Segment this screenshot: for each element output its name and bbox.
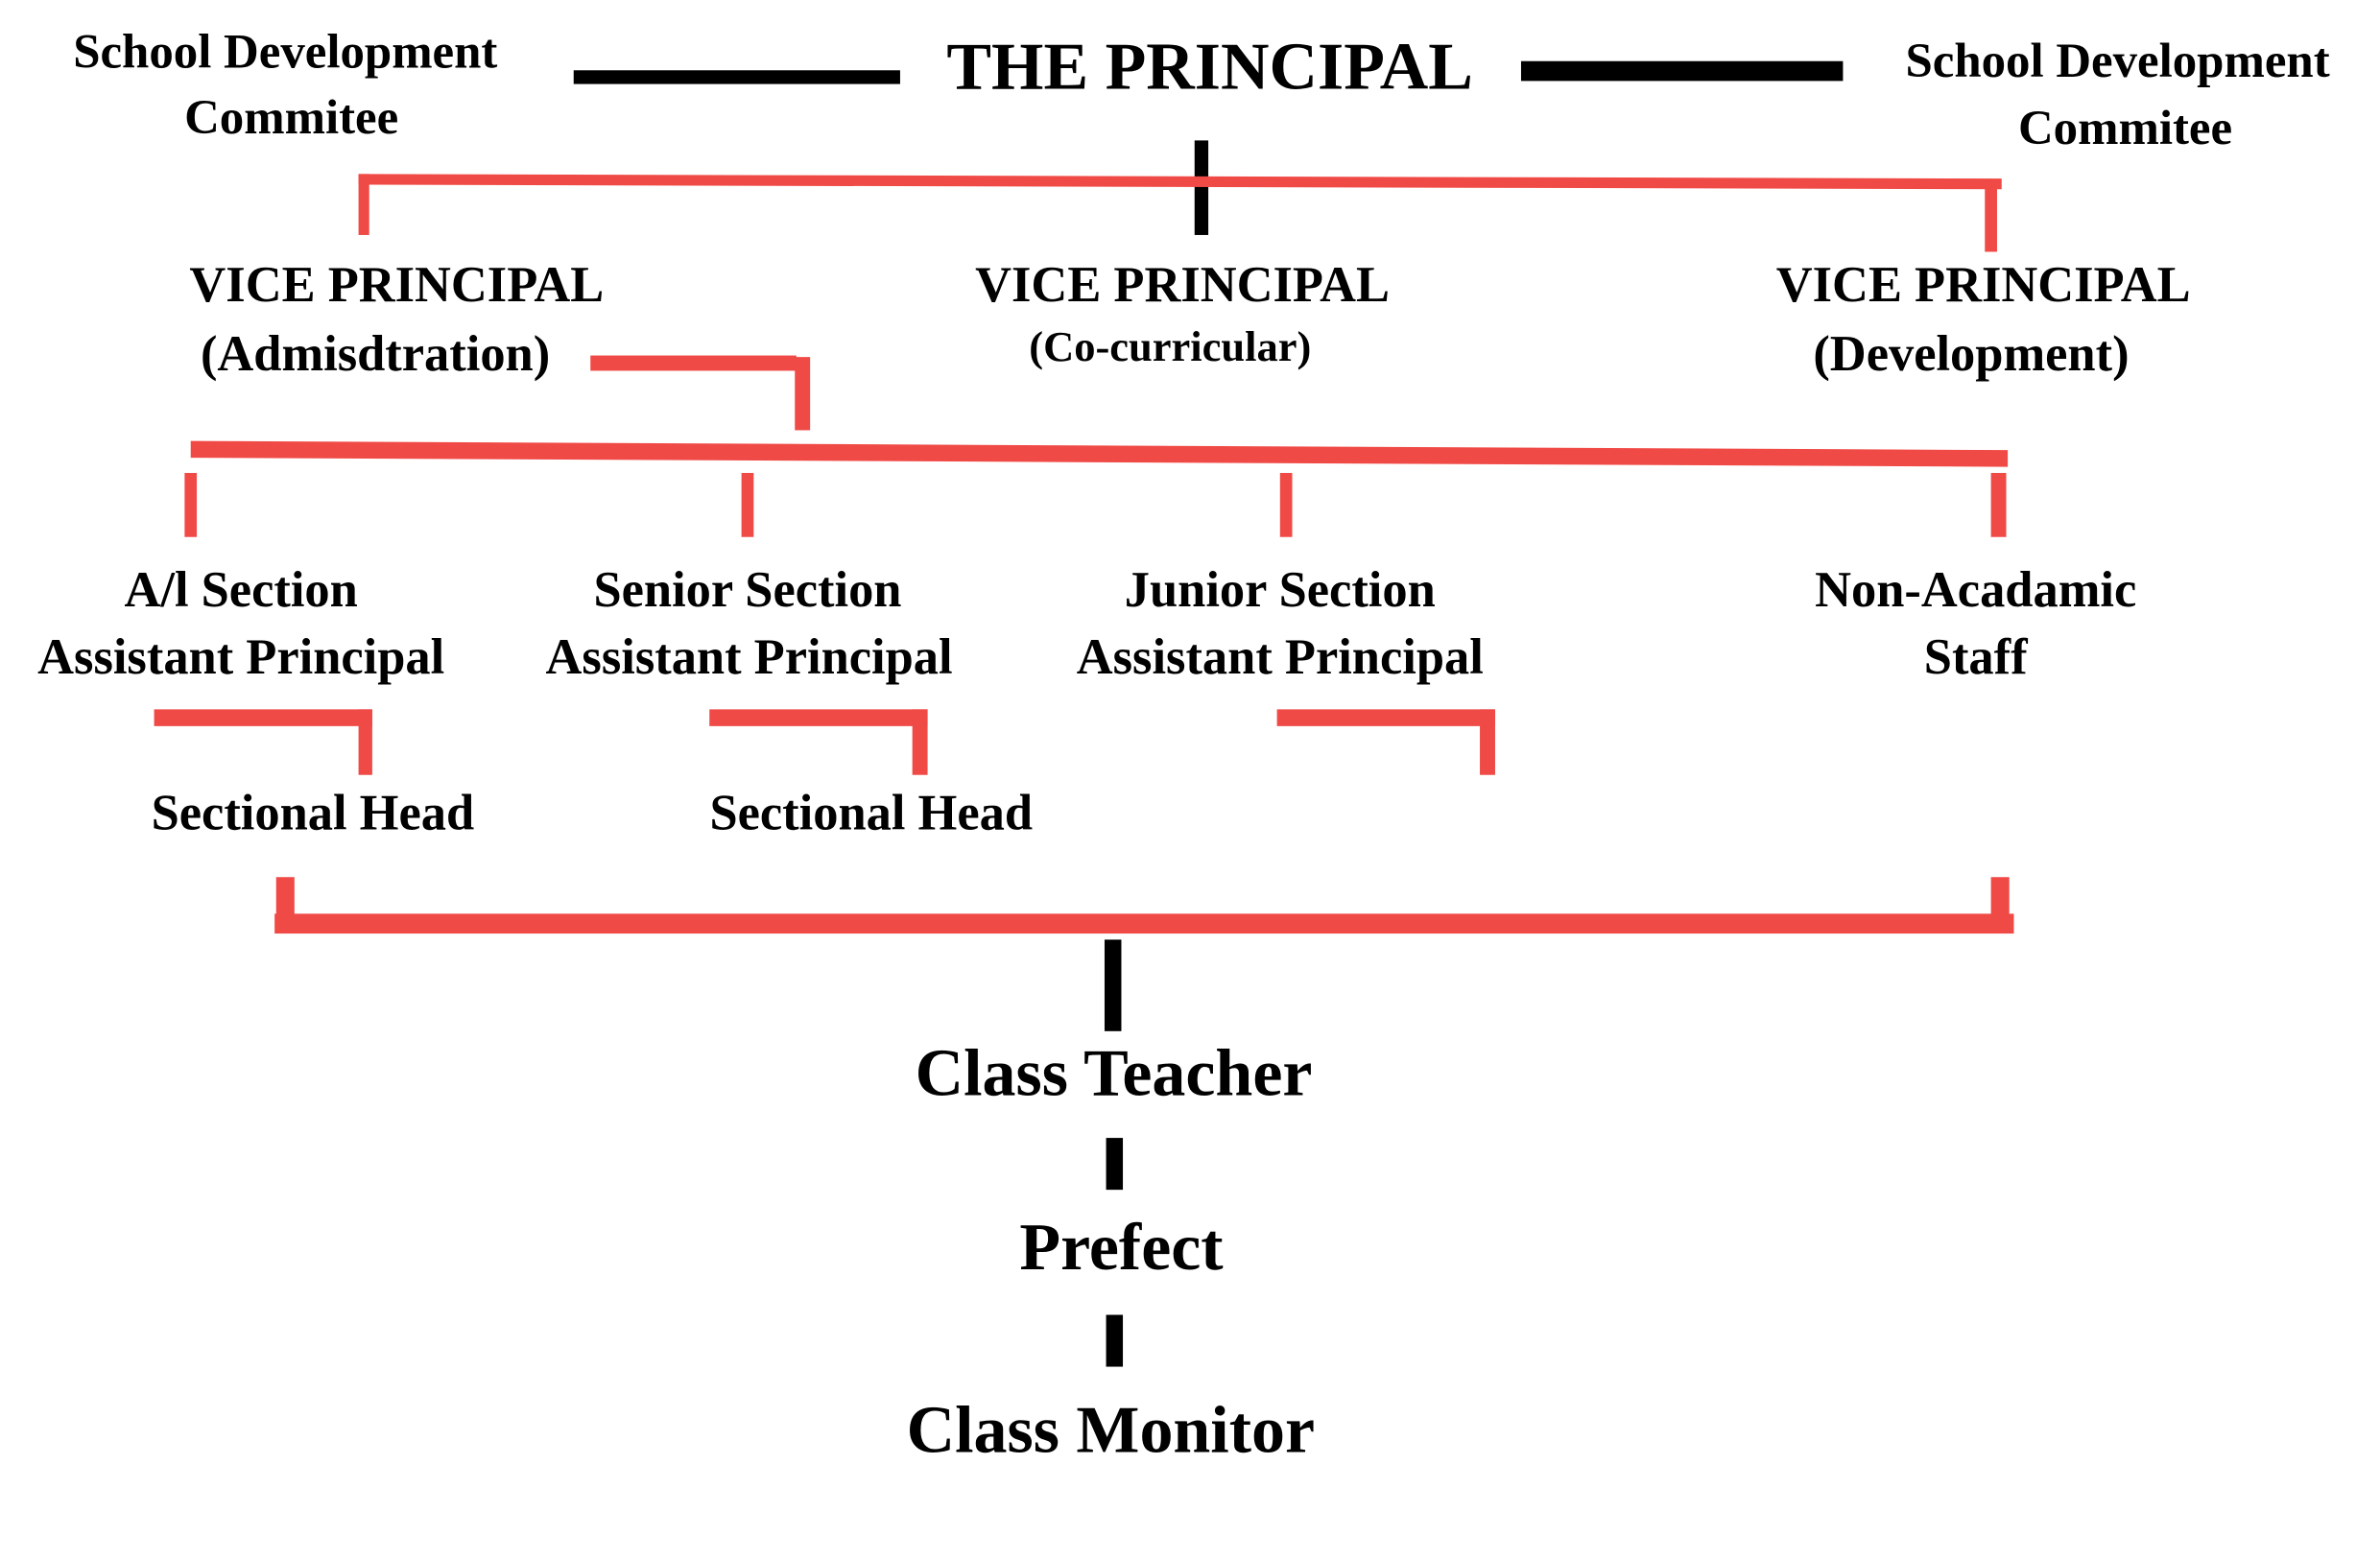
connector-head-1-v bbox=[358, 709, 372, 775]
connector-vp-left bbox=[358, 174, 369, 235]
connector-head-1-h bbox=[154, 709, 372, 726]
connector-head-3-v bbox=[1480, 709, 1495, 775]
principal-title: THE PRINCIPAL bbox=[946, 30, 1473, 104]
connector-bottom-bar bbox=[274, 913, 2014, 934]
connector-admin-v bbox=[795, 357, 811, 431]
section-senior-line1: Senior Section bbox=[593, 562, 901, 618]
vp-admin-role: (Admisdtration) bbox=[201, 326, 550, 382]
connector-right-committee bbox=[1520, 60, 1844, 82]
sectional-head-1: Sectional Head bbox=[152, 785, 475, 840]
class-monitor: Class Monitor bbox=[907, 1394, 1315, 1468]
section-senior-line2: Assistant Principal bbox=[546, 629, 953, 685]
class-teacher: Class Teacher bbox=[916, 1037, 1313, 1111]
sectional-head-2: Sectional Head bbox=[709, 785, 1033, 840]
vp-cocurricular-role: (Co-curricular) bbox=[1029, 322, 1311, 370]
connector-left-committee bbox=[573, 70, 900, 84]
section-junior-line2: Assistant Principal bbox=[1077, 629, 1484, 685]
vp-cocurricular-title: VICE PRINCIPAL bbox=[975, 257, 1390, 313]
connector-section-4 bbox=[1990, 472, 2007, 537]
vp-admin-title: VICE PRINCIPAL bbox=[189, 257, 604, 313]
connector-head-2-h bbox=[709, 709, 928, 726]
connector-vp-bar bbox=[358, 174, 2002, 190]
vp-development-role: (Development) bbox=[1813, 326, 2129, 382]
right-committee-line1: School Development bbox=[1905, 35, 2329, 88]
left-committee-line1: School Development bbox=[73, 26, 497, 80]
connector-class-teacher bbox=[1104, 939, 1122, 1031]
section-nonacademic-line1: Non-Acadamic bbox=[1815, 562, 2136, 618]
section-al-line2: Assistant Principal bbox=[37, 629, 444, 685]
connector-head-3-h bbox=[1276, 709, 1495, 726]
section-al-line1: A/l Section bbox=[125, 562, 358, 618]
section-junior-line1: Junior Section bbox=[1125, 562, 1436, 618]
connector-sections-bar bbox=[190, 440, 2009, 467]
connector-section-2 bbox=[741, 472, 754, 537]
connector-admin-h bbox=[590, 355, 797, 371]
connector-bottom-left bbox=[275, 877, 295, 923]
prefect: Prefect bbox=[1019, 1211, 1223, 1285]
connector-class-monitor bbox=[1106, 1314, 1124, 1367]
connector-principal-down bbox=[1194, 140, 1209, 235]
section-nonacademic-line2: Staff bbox=[1924, 629, 2028, 685]
connector-section-3 bbox=[1279, 472, 1293, 537]
connector-vp-right bbox=[1985, 182, 1997, 252]
vp-development-title: VICE PRINCIPAL bbox=[1776, 257, 2191, 313]
connector-prefect bbox=[1106, 1138, 1124, 1191]
left-committee-line2: Commitee bbox=[184, 91, 398, 145]
connector-bottom-right bbox=[1990, 877, 2010, 923]
connector-section-1 bbox=[184, 472, 198, 537]
right-committee-line2: Commitee bbox=[2018, 102, 2232, 155]
connector-head-2-v bbox=[912, 709, 928, 775]
